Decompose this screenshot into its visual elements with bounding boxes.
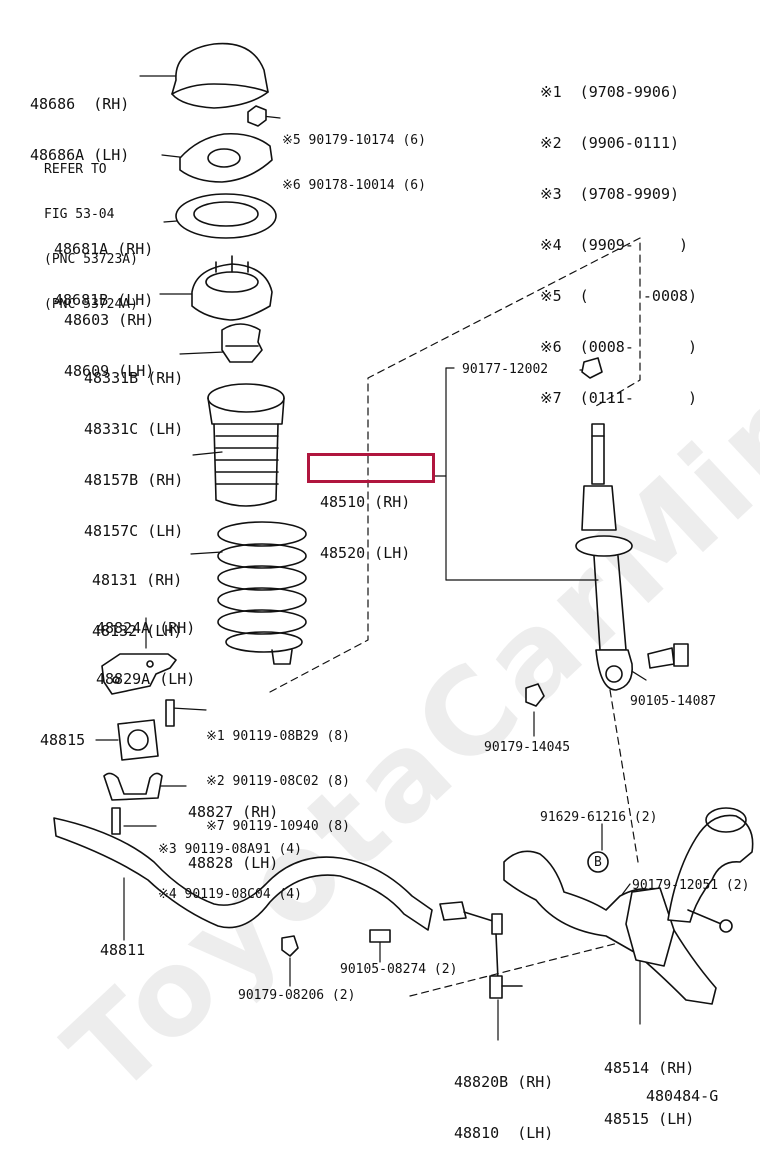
part-number: 48827 (RH) bbox=[188, 803, 279, 821]
part-number: 48520 (LH) bbox=[320, 544, 411, 562]
label-bolts-mid: ※1 90119-08B29 (8) ※2 90119-08C02 (8) ※7… bbox=[206, 699, 350, 864]
label-90179-14045: 90179-14045 bbox=[484, 740, 571, 755]
part-number: 48829A (LH) bbox=[96, 670, 196, 688]
legend-row: ※3 (9708-9909) bbox=[540, 185, 679, 203]
upper-support-cap bbox=[171, 42, 269, 109]
dust-boot bbox=[207, 383, 285, 507]
part-number: ※3 90119-08A91 (4) bbox=[158, 842, 302, 857]
part-number: 48514 (RH) bbox=[604, 1059, 695, 1077]
label-48820: 48820B (RH) 48810 (LH) bbox=[454, 1040, 553, 1176]
stabilizer-bushing bbox=[117, 719, 159, 761]
refer-text: (PNC 53723A) bbox=[44, 252, 138, 267]
circle-b bbox=[587, 851, 609, 873]
label-48815: 48815 bbox=[40, 731, 86, 749]
label-48686: 48686 (RH) 48686A (LH) bbox=[30, 62, 129, 198]
label-48827: 48827 (RH) 48828 (LH) bbox=[188, 770, 278, 906]
part-number: 48820B (RH) bbox=[454, 1073, 554, 1091]
upper-plate bbox=[179, 132, 273, 183]
part-number: 48515 (LH) bbox=[604, 1110, 695, 1128]
label-48811: 48811 bbox=[100, 941, 146, 959]
label-48131: 48131 (RH) 48132 (LH) bbox=[92, 538, 182, 674]
refer-text: REFER TO bbox=[44, 162, 107, 177]
label-refer: REFER TO FIG 53-04 (PNC 53723A) (PNC 537… bbox=[44, 132, 138, 342]
refer-text: (PNC 53724A) bbox=[44, 297, 138, 312]
nut-strut-top bbox=[581, 357, 603, 379]
stabilizer-bar bbox=[53, 817, 433, 931]
label-nut-upper: ※5 90179-10174 (6) ※6 90178-10014 (6) bbox=[282, 103, 426, 223]
bolt-stabilizer bbox=[369, 929, 391, 943]
label-90177: 90177-12002 bbox=[462, 362, 549, 377]
label-48824: 48824A (RH) 48829A (LH) bbox=[96, 586, 195, 722]
label-90105-14087: 90105-14087 bbox=[630, 694, 717, 709]
part-number: ※4 90119-08C04 (4) bbox=[158, 887, 302, 902]
part-number: 48686 (RH) bbox=[30, 95, 130, 113]
part-number: ※5 90179-10174 (6) bbox=[282, 133, 426, 148]
part-number: 48131 (RH) bbox=[92, 571, 183, 589]
highlight-box-48510 bbox=[307, 453, 435, 483]
part-number: 48603 (RH) bbox=[64, 311, 155, 329]
legend: ※1 (9708-9906) ※2 (9906-0111) ※3 (9708-9… bbox=[540, 50, 697, 441]
legend-row: ※1 (9708-9906) bbox=[540, 83, 679, 101]
part-number: 48157C (LH) bbox=[84, 522, 184, 540]
part-number: 48824A (RH) bbox=[96, 619, 196, 637]
legend-row: ※4 (9909- ) bbox=[540, 236, 689, 254]
insulator-ring bbox=[175, 193, 277, 239]
part-number: 48609 (LH) bbox=[64, 362, 155, 380]
label-48603: 48603 (RH) 48609 (LH) bbox=[64, 278, 154, 414]
part-number: 48510 (RH) bbox=[320, 493, 411, 511]
legend-row: ※5 ( -0008) bbox=[540, 287, 698, 305]
bolt-mid bbox=[165, 699, 175, 727]
legend-row: ※7 (0111- ) bbox=[540, 389, 698, 407]
refer-text: FIG 53-04 bbox=[44, 207, 115, 222]
bound-stopper bbox=[221, 323, 263, 363]
coil-spring bbox=[217, 521, 307, 665]
nut-stabilizer bbox=[281, 935, 299, 957]
part-number: 48810 (LH) bbox=[454, 1124, 554, 1142]
nut-upper bbox=[247, 105, 267, 127]
part-number: 48686A (LH) bbox=[30, 146, 130, 164]
part-number: ※6 90178-10014 (6) bbox=[282, 178, 426, 193]
part-number: 48681B (LH) bbox=[54, 291, 154, 309]
legend-row: ※6 (0008- ) bbox=[540, 338, 698, 356]
label-48681: 48681A (RH) 48681B (LH) bbox=[54, 207, 153, 343]
label-90105-08274: 90105-08274 (2) bbox=[340, 962, 458, 977]
legend-row: ※2 (9906-0111) bbox=[540, 134, 679, 152]
bolt-low bbox=[111, 807, 121, 835]
lower-control-arm bbox=[503, 807, 754, 1005]
label-bolts-low: ※3 90119-08A91 (4) ※4 90119-08C04 (4) bbox=[158, 812, 302, 932]
part-number: ※2 90119-08C02 (8) bbox=[206, 774, 350, 789]
nut-shock-lower bbox=[525, 683, 545, 707]
label-48510: 48510 (RH) 48520 (LH) bbox=[320, 460, 410, 596]
part-number: 48331B (RH) bbox=[84, 369, 184, 387]
label-circle-b: B bbox=[594, 855, 602, 870]
label-90179-12051: 90179-12051 (2) bbox=[632, 878, 750, 893]
part-number: 48331C (LH) bbox=[84, 420, 184, 438]
label-91629: 91629-61216 (2) bbox=[540, 810, 658, 825]
part-number: ※7 90119-10940 (8) bbox=[206, 819, 350, 834]
stabilizer-bracket bbox=[101, 653, 177, 695]
part-number: 48681A (RH) bbox=[54, 240, 154, 258]
diagram-artwork bbox=[53, 42, 754, 1041]
part-number: 48157B (RH) bbox=[84, 471, 184, 489]
label-48157: 48157B (RH) 48157C (LH) bbox=[84, 438, 183, 574]
dashed-lines bbox=[269, 237, 641, 997]
stabilizer-link bbox=[439, 901, 523, 999]
bushing-clamp bbox=[103, 772, 163, 801]
shock-absorber bbox=[575, 423, 633, 691]
figure-number: 480484-G bbox=[646, 1087, 719, 1105]
leader-lines bbox=[95, 75, 647, 1041]
part-number: 48828 (LH) bbox=[188, 854, 279, 872]
label-90179-08206: 90179-08206 (2) bbox=[238, 988, 356, 1003]
label-48331: 48331B (RH) 48331C (LH) bbox=[84, 336, 183, 472]
bolt-shock-lower bbox=[647, 643, 689, 669]
strut-mount bbox=[191, 255, 273, 321]
part-number: 48132 (LH) bbox=[92, 622, 183, 640]
part-number: ※1 90119-08B29 (8) bbox=[206, 729, 350, 744]
parts-diagram: ToyotaCarMine.ru bbox=[30, 42, 760, 1142]
